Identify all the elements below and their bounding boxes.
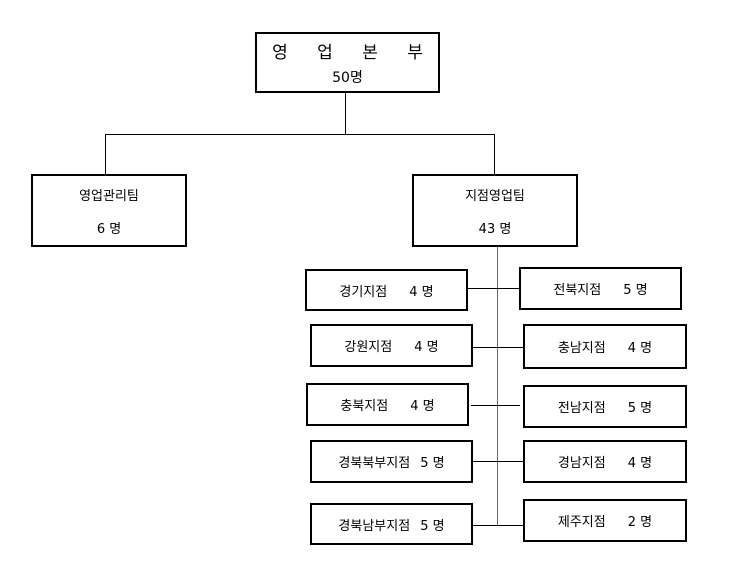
- branch-name: 전북지점: [553, 283, 602, 298]
- hq-count: 50명: [332, 70, 363, 86]
- team-box-branch-sales: 지점영업팀 43 명: [412, 174, 578, 247]
- team-count: 6 명: [96, 221, 122, 237]
- branch-name: 경북남부지점: [338, 518, 411, 534]
- branch-count: 5 명: [420, 456, 445, 471]
- connector-line: [105, 134, 495, 135]
- branch-box: 전남지점 5 명: [523, 385, 687, 428]
- connector-line: [467, 288, 519, 289]
- team-name: 지점영업팀: [465, 188, 525, 204]
- connector-line: [494, 134, 495, 175]
- branch-name: 경남지점: [557, 456, 606, 471]
- connector-line: [472, 525, 523, 526]
- branch-count: 4 명: [410, 399, 435, 414]
- connector-line: [105, 134, 106, 175]
- branch-count: 4 명: [627, 341, 653, 356]
- branch-box: 충남지점 4 명: [523, 324, 687, 369]
- branch-count: 5 명: [420, 518, 445, 534]
- branch-name: 경북북부지점: [338, 456, 411, 471]
- branch-box: 경북북부지점 5 명: [310, 440, 473, 483]
- connector-line: [471, 405, 520, 406]
- branch-box: 경남지점 4 명: [523, 440, 687, 483]
- branch-count: 4 명: [409, 284, 434, 300]
- branch-count: 4 명: [627, 456, 653, 471]
- branch-count: 2 명: [627, 515, 653, 530]
- branch-name: 충북지점: [340, 399, 389, 414]
- branch-name: 전남지점: [557, 401, 606, 416]
- team-count: 43 명: [478, 221, 512, 237]
- branch-count: 5 명: [627, 401, 653, 416]
- branch-name: 충남지점: [557, 341, 606, 356]
- branch-count: 4 명: [414, 340, 439, 355]
- hq-box: 영 업 본 부 50명: [255, 32, 440, 93]
- branch-name: 제주지점: [557, 515, 606, 530]
- team-name: 영업관리팀: [79, 188, 139, 204]
- branch-box: 전북지점 5 명: [519, 267, 682, 310]
- branch-name: 경기지점: [339, 284, 388, 300]
- branch-name: 강원지점: [344, 340, 393, 355]
- branch-box: 경기지점 4 명: [305, 269, 468, 311]
- connector-line: [345, 92, 346, 134]
- connector-line: [472, 347, 523, 348]
- branch-box: 강원지점 4 명: [310, 324, 473, 367]
- branch-box: 제주지점 2 명: [523, 499, 687, 542]
- branch-count: 5 명: [623, 283, 648, 298]
- connector-line: [497, 246, 498, 526]
- branch-box: 경북남부지점 5 명: [310, 503, 473, 545]
- team-box-sales-management: 영업관리팀 6 명: [31, 174, 187, 247]
- hq-name: 영 업 본 부: [272, 43, 435, 63]
- branch-box: 충북지점 4 명: [306, 383, 469, 426]
- connector-line: [472, 461, 523, 462]
